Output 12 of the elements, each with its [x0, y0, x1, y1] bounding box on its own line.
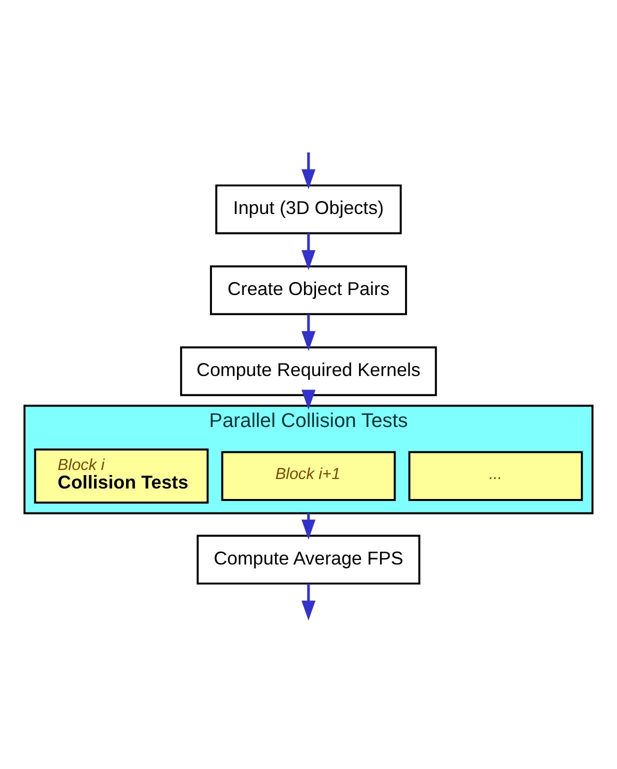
node-box: Block i+1	[221, 451, 396, 501]
arrow	[302, 314, 316, 352]
arrow	[302, 513, 316, 540]
node-box: Input (3D Objects)	[215, 184, 402, 234]
node-box: Compute Average FPS	[196, 534, 420, 585]
node-box: Block i Collision Tests	[34, 448, 209, 504]
arrow	[302, 584, 316, 621]
arrow	[302, 233, 316, 270]
node-box: ...	[408, 451, 583, 501]
arrow	[302, 390, 316, 410]
node-box: Create Object Pairs	[210, 265, 408, 316]
arrow	[302, 152, 316, 190]
